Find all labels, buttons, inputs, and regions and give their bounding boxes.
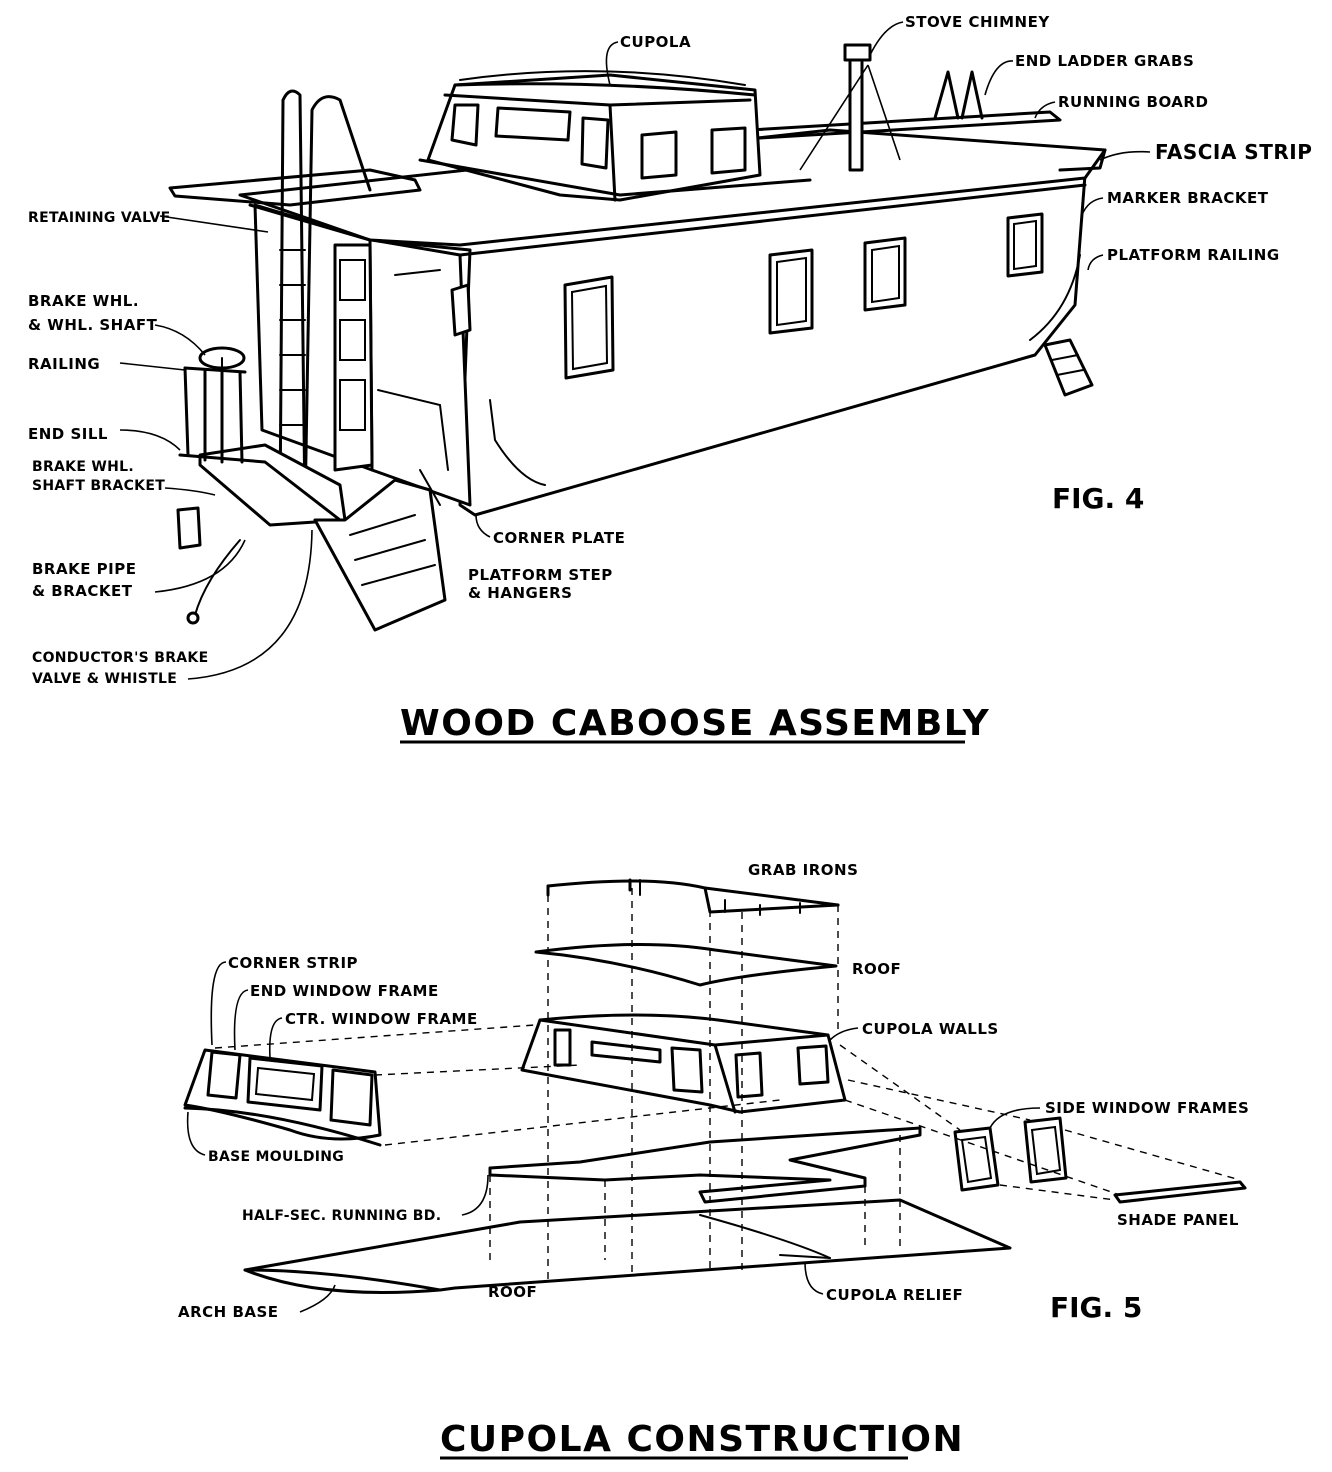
caboose-drawing <box>168 43 1107 632</box>
label-side-window-frames: SIDE WINDOW FRAMES <box>1045 1099 1249 1117</box>
cupola-exploded-drawing <box>183 878 1247 1294</box>
fig4-title: WOOD CABOOSE ASSEMBLY <box>400 703 990 744</box>
label-brake-pipe-2: & BRACKET <box>32 582 133 600</box>
label-running-board: RUNNING BOARD <box>1058 93 1208 111</box>
label-conductor-2: VALVE & WHISTLE <box>32 671 177 687</box>
label-end-window-frame: END WINDOW FRAME <box>250 982 439 1000</box>
label-marker-bracket: MARKER BRACKET <box>1107 189 1269 207</box>
label-roof-bottom: ROOF <box>488 1283 537 1301</box>
fig5-construction-lines <box>214 888 1241 1280</box>
label-brake-bracket-1: BRAKE WHL. <box>32 459 134 475</box>
label-end-sill: END SILL <box>28 425 108 443</box>
label-railing: RAILING <box>28 355 100 373</box>
label-conductor-1: CONDUCTOR'S BRAKE <box>32 650 208 666</box>
fig4-label: FIG. 4 <box>1052 482 1144 515</box>
label-brake-whl-1: BRAKE WHL. <box>28 292 139 310</box>
fig5-label: FIG. 5 <box>1050 1291 1142 1324</box>
label-cupola-walls: CUPOLA WALLS <box>862 1020 999 1038</box>
label-arch-base: ARCH BASE <box>178 1303 279 1321</box>
label-roof-top: ROOF <box>852 960 901 978</box>
label-platform-railing: PLATFORM RAILING <box>1107 246 1280 264</box>
label-corner-plate: CORNER PLATE <box>493 529 625 547</box>
fig4-labels: CUPOLA STOVE CHIMNEY END LADDER GRABS RU… <box>28 13 1312 744</box>
label-end-ladder-grabs: END LADDER GRABS <box>1015 52 1194 70</box>
label-brake-whl-2: & WHL. SHAFT <box>28 316 158 334</box>
label-brake-pipe-1: BRAKE PIPE <box>32 560 137 578</box>
label-cupola: CUPOLA <box>620 33 691 51</box>
label-shade-panel: SHADE PANEL <box>1117 1211 1239 1229</box>
label-base-moulding: BASE MOULDING <box>208 1149 344 1165</box>
label-ctr-window-frame: CTR. WINDOW FRAME <box>285 1010 478 1028</box>
label-platform-step-1: PLATFORM STEP <box>468 566 613 584</box>
fig5-title: CUPOLA CONSTRUCTION <box>440 1419 964 1460</box>
label-stove-chimney: STOVE CHIMNEY <box>905 13 1050 31</box>
label-cupola-relief: CUPOLA RELIEF <box>826 1286 963 1304</box>
label-fascia-strip: FASCIA STRIP <box>1155 140 1312 164</box>
fig5-labels: GRAB IRONS ROOF CORNER STRIP END WINDOW … <box>178 861 1249 1460</box>
label-half-sec-running-bd: HALF-SEC. RUNNING BD. <box>242 1208 441 1224</box>
label-corner-strip: CORNER STRIP <box>228 954 358 972</box>
label-brake-bracket-2: SHAFT BRACKET <box>32 478 165 494</box>
label-grab-irons: GRAB IRONS <box>748 861 858 879</box>
label-platform-step-2: & HANGERS <box>468 584 572 602</box>
label-retaining-valve: RETAINING VALVE <box>28 210 170 226</box>
